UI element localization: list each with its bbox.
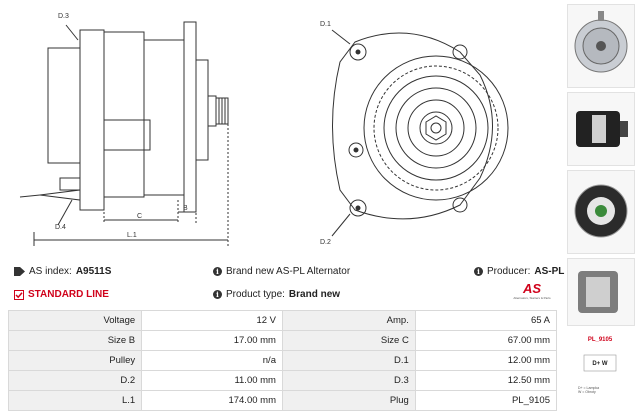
- producer-value: AS-PL: [534, 266, 565, 277]
- spec-value: 11.00 mm: [141, 370, 283, 391]
- plug-legend: D+ = Lampka W = Obroty: [578, 386, 599, 394]
- line-label: STANDARD LINE: [28, 289, 109, 300]
- product-type: i Product type: Brand new: [213, 289, 340, 300]
- spec-value: 67.00 mm: [414, 330, 558, 351]
- spec-value: 12.00 mm: [414, 350, 558, 371]
- product-photo-angle[interactable]: [567, 258, 635, 326]
- label-d3: D.3: [58, 13, 69, 20]
- spec-value: n/a: [141, 350, 283, 371]
- product-photo-back[interactable]: [567, 170, 635, 254]
- label-b: B: [183, 205, 188, 212]
- label-d2: D.2: [320, 239, 331, 246]
- as-index-value: A9511S: [75, 266, 112, 277]
- product-line: STANDARD LINE: [14, 289, 109, 300]
- as-index: AS index: A9511S: [14, 266, 111, 277]
- checkbox-checked-icon: [14, 289, 24, 300]
- as-pl-logo: AS Alternators, Starters & Parts: [513, 281, 551, 301]
- spec-label: D.3: [281, 370, 416, 391]
- as-index-label: AS index:: [29, 266, 72, 277]
- technical-drawing: D.3 D.4 D.1 D.2 C B L.1: [19, 13, 509, 246]
- spec-value: 12.50 mm: [414, 370, 558, 391]
- spec-value: PL_9105: [414, 390, 558, 411]
- label-d4: D.4: [55, 224, 66, 231]
- product-type-value: Brand new: [288, 289, 341, 300]
- spec-label: Voltage: [7, 310, 143, 331]
- spec-label: Size B: [7, 330, 143, 351]
- spec-label: Size C: [281, 330, 416, 351]
- spec-label: Plug: [281, 390, 416, 411]
- spec-value: 65 A: [414, 310, 558, 331]
- alternator-text: Brand new AS-PL Alternator: [226, 266, 351, 277]
- spec-label: D.1: [281, 350, 416, 371]
- label-l1: L.1: [127, 232, 137, 239]
- plug-diagram: [570, 349, 630, 379]
- info-icon: i: [213, 290, 222, 299]
- label-c: C: [137, 213, 142, 220]
- spec-label: L.1: [7, 390, 143, 411]
- legend-line-2: W = Obroty: [578, 390, 596, 394]
- legend-line-1: D+ = Lampka: [578, 386, 600, 390]
- front-view: [331, 29, 509, 237]
- producer: i Producer: AS-PL: [474, 266, 564, 277]
- plug-code: PL_9105: [587, 337, 613, 343]
- spec-value: 174.00 mm: [141, 390, 283, 411]
- alternator-info: i Brand new AS-PL Alternator: [213, 266, 350, 277]
- tag-icon: [14, 267, 25, 276]
- plug-connections: D+ W: [592, 361, 608, 367]
- product-photo-front[interactable]: [567, 4, 635, 88]
- info-icon: i: [474, 267, 483, 276]
- info-icon: i: [213, 267, 222, 276]
- product-photo-side[interactable]: [567, 92, 635, 166]
- label-d1: D.1: [320, 21, 331, 28]
- product-type-label: Product type:: [226, 289, 285, 300]
- producer-label: Producer:: [487, 266, 531, 277]
- spec-label: Amp.: [281, 310, 416, 331]
- side-view: [19, 21, 229, 246]
- spec-label: D.2: [7, 370, 143, 391]
- spec-value: 17.00 mm: [141, 330, 283, 351]
- spec-label: Pulley: [7, 350, 143, 371]
- spec-value: 12 V: [141, 310, 283, 331]
